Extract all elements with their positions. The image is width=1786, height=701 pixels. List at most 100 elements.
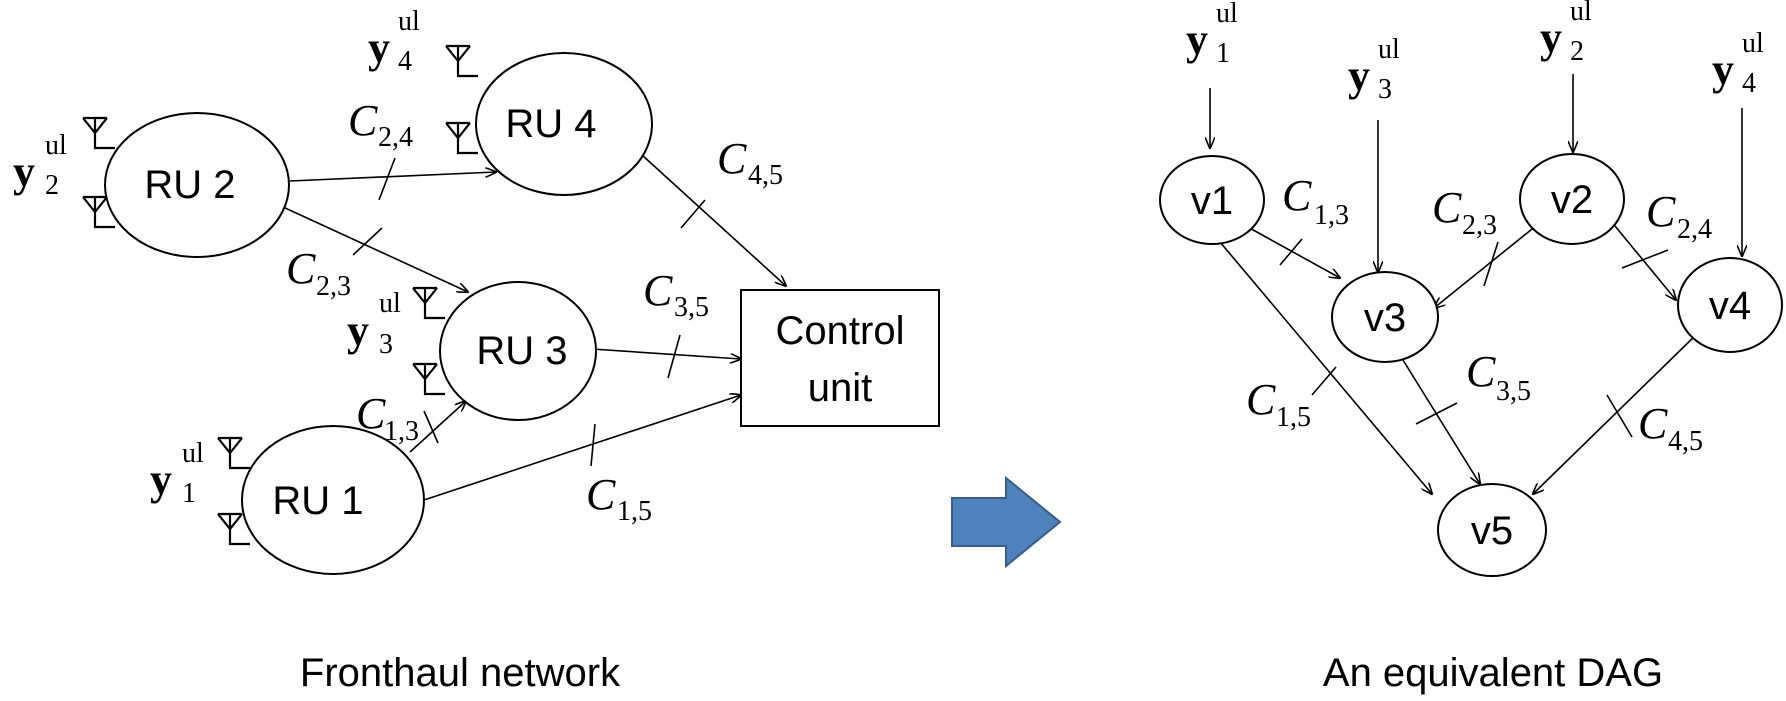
capacity-c15-sub: 1,5 xyxy=(617,496,652,527)
capacity-c13-sub: 1,3 xyxy=(384,416,419,447)
antenna-icon xyxy=(445,121,478,155)
ru4-node xyxy=(475,52,653,196)
capacity-c24-label: C 2,4 xyxy=(348,96,413,153)
capacity-c15-base: C xyxy=(1246,375,1276,424)
capacity-c13-base: C xyxy=(1282,171,1312,220)
capacity-c45-label: C 4,5 xyxy=(1638,399,1703,457)
ru1-node xyxy=(241,425,425,575)
edge-ru1-control xyxy=(423,395,741,501)
tick-c35 xyxy=(1415,402,1458,425)
tick-c23 xyxy=(352,227,383,256)
signal-y3-label: y ul 3 xyxy=(347,288,401,360)
capacity-c23-label: C 2,3 xyxy=(1432,183,1497,241)
tick-c45 xyxy=(1606,394,1633,438)
signal-y3-sub: 3 xyxy=(379,329,393,360)
tick-c23 xyxy=(1483,241,1499,287)
edge-v2-v3 xyxy=(1434,224,1538,308)
capacity-c13-label: C 1,3 xyxy=(1282,171,1349,231)
signal-y1-sub: 1 xyxy=(1216,38,1230,69)
antenna-icon xyxy=(412,362,445,396)
signal-y2-base: y xyxy=(1540,13,1562,62)
dag-caption: An equivalent DAG xyxy=(1323,651,1663,695)
signal-y2-sub: 2 xyxy=(45,170,59,201)
capacity-c23-label: C 2,3 xyxy=(286,244,351,302)
tick-c45 xyxy=(680,199,706,229)
v5-label: v5 xyxy=(1471,509,1513,553)
control-unit-label-line1: Control xyxy=(776,309,905,353)
antenna-icon xyxy=(82,116,115,150)
signal-y2-sub: 2 xyxy=(1570,36,1584,67)
capacity-c23-base: C xyxy=(1432,183,1462,232)
v3-node xyxy=(1331,271,1439,363)
tick-c24 xyxy=(1621,249,1669,269)
antenna-icon xyxy=(412,286,445,320)
signal-y4-sub: 4 xyxy=(1742,68,1756,99)
capacity-c45-sub: 4,5 xyxy=(1668,426,1703,457)
v3-label: v3 xyxy=(1364,296,1406,340)
ru1-label: RU 1 xyxy=(272,479,363,523)
tick-c13 xyxy=(423,410,439,444)
antenna-icon xyxy=(445,44,478,78)
signal-y1-sup: ul xyxy=(1216,0,1238,29)
edge-ru3-control xyxy=(591,348,741,359)
capacity-c35-sub: 3,5 xyxy=(674,292,709,323)
tick-c24 xyxy=(378,157,396,201)
capacity-c15-sub: 1,5 xyxy=(1276,402,1311,433)
signal-y1-base: y xyxy=(150,455,172,504)
ru3-label: RU 3 xyxy=(476,329,567,373)
signal-y1-label: y ul 1 xyxy=(150,438,204,509)
capacity-c15-label: C 1,5 xyxy=(586,470,652,527)
ru3-node xyxy=(439,281,597,421)
v1-node xyxy=(1159,155,1265,245)
capacity-c23-sub: 2,3 xyxy=(316,271,351,302)
edge-v1-v3 xyxy=(1245,225,1340,278)
ru2-node xyxy=(104,112,290,258)
capacity-c45-base: C xyxy=(1638,399,1668,448)
edge-ru2-ru3 xyxy=(282,206,468,292)
capacity-c45-label: C 4,5 xyxy=(717,134,783,191)
signal-y4-base: y xyxy=(368,23,390,72)
tick-c13 xyxy=(1279,238,1303,266)
signal-y3-sub: 3 xyxy=(1378,74,1392,105)
capacity-c24-base: C xyxy=(348,96,378,145)
capacity-c13-base: C xyxy=(356,389,386,438)
edge-ru1-ru3 xyxy=(409,401,466,453)
tick-c15 xyxy=(590,423,596,467)
signal-y4-sub: 4 xyxy=(398,46,412,77)
signal-y3-base: y xyxy=(1348,51,1370,100)
edge-ru4-control xyxy=(641,154,786,286)
equivalent-dag-panel: v1 v2 v3 v4 v5 y ul 1 y ul 3 y ul 2 y ul… xyxy=(1159,0,1783,695)
v4-label: v4 xyxy=(1709,284,1751,328)
ru2-label: RU 2 xyxy=(144,163,235,207)
capacity-c15-label: C 1,5 xyxy=(1246,375,1311,433)
capacity-c24-sub: 2,4 xyxy=(1677,214,1712,245)
tick-c35 xyxy=(667,334,681,379)
signal-y1-sub: 1 xyxy=(182,478,196,509)
edge-v2-v4 xyxy=(1614,225,1676,300)
antenna-icon xyxy=(217,436,250,470)
tick-c15 xyxy=(1311,366,1337,396)
v2-label: v2 xyxy=(1551,178,1593,222)
capacity-c23-sub: 2,3 xyxy=(1462,210,1497,241)
capacity-c15-base: C xyxy=(586,470,616,519)
capacity-c24-label: C 2,4 xyxy=(1646,187,1712,245)
signal-y1-base: y xyxy=(1186,15,1208,64)
signal-y2-label: y ul 2 xyxy=(13,130,67,201)
capacity-c35-label: C 3,5 xyxy=(643,266,709,323)
capacity-c13-label: C 1,3 xyxy=(356,389,419,447)
fronthaul-caption: Fronthaul network xyxy=(300,651,621,695)
antenna-icon xyxy=(217,512,250,546)
signal-y4-label: y ul 4 xyxy=(368,6,420,77)
transform-arrow-icon xyxy=(951,475,1062,569)
edge-v3-v5 xyxy=(1397,351,1480,484)
control-unit-label-line2: unit xyxy=(808,366,873,410)
edge-v1-v5 xyxy=(1219,241,1432,494)
signal-y3-sup: ul xyxy=(379,288,401,319)
ru4-label: RU 4 xyxy=(505,102,596,146)
signal-y4-sup: ul xyxy=(398,6,420,37)
capacity-c24-sub: 2,4 xyxy=(378,122,413,153)
signal-y3-sup: ul xyxy=(1378,34,1400,65)
signal-y4-base: y xyxy=(1712,45,1734,94)
capacity-c35-sub: 3,5 xyxy=(1496,376,1531,407)
